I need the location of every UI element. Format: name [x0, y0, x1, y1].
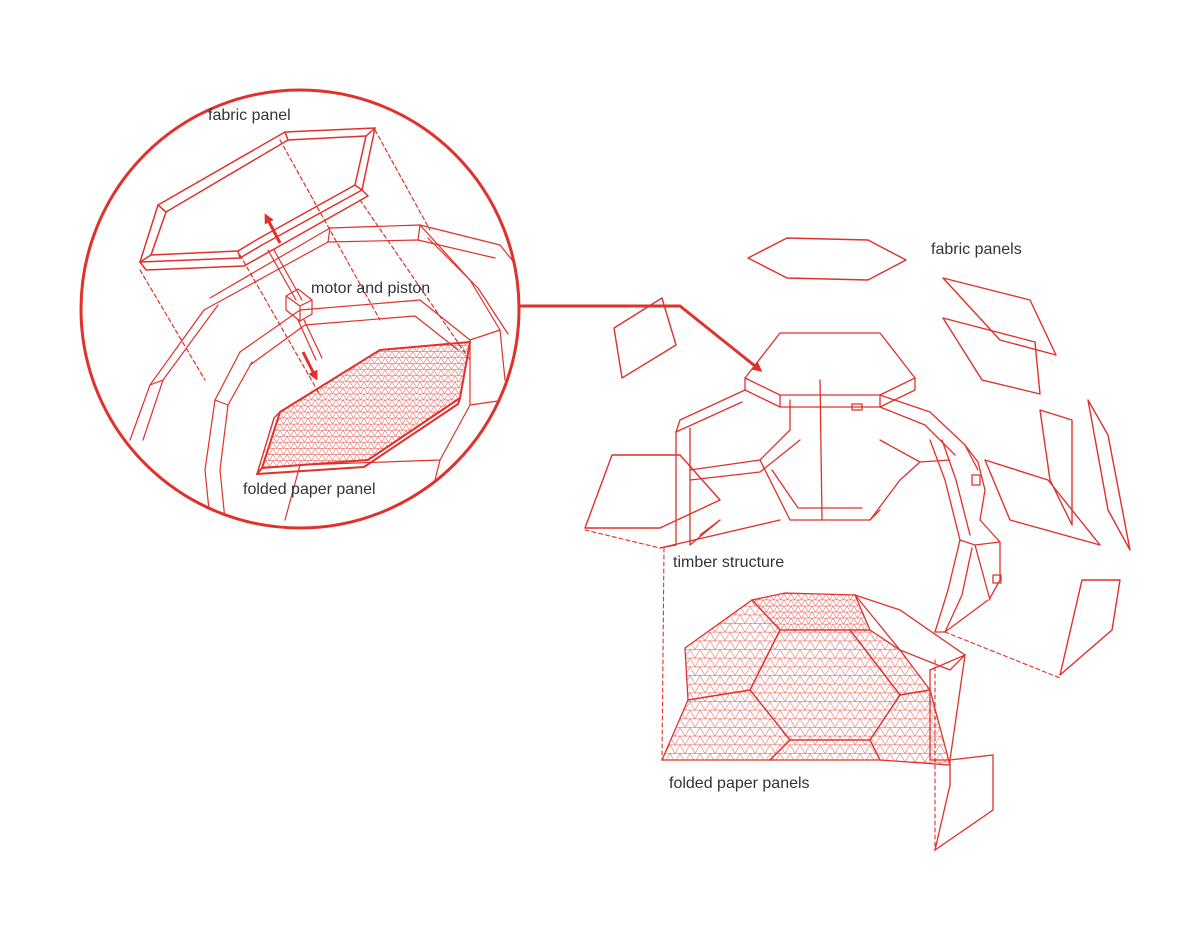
detail-magnifier	[79, 88, 521, 530]
label-folded-paper-panel: folded paper panel	[243, 481, 376, 498]
label-motor-and-piston: motor and piston	[311, 280, 430, 297]
folded-paper-panels	[661, 592, 994, 852]
callout-leader-arrow	[519, 304, 763, 372]
label-fabric-panel: fabric panel	[208, 107, 291, 124]
label-fabric-panels: fabric panels	[931, 241, 1022, 258]
folded-paper-panel-detail	[256, 341, 471, 475]
lift-arrow-up	[264, 213, 282, 244]
timber-structure	[659, 332, 1002, 633]
label-folded-paper-panels: folded paper panels	[669, 775, 810, 792]
fabric-panel-frame	[139, 127, 376, 271]
diagram-labels: fabric panel motor and piston folded pap…	[208, 107, 1022, 792]
fabric-panels-exploded	[584, 237, 1131, 676]
magnifier-circle	[79, 88, 521, 530]
lift-arrow-down	[301, 351, 318, 381]
motor-and-piston	[267, 249, 323, 361]
detail-timber-frame	[129, 129, 519, 521]
projection-lines	[584, 529, 1061, 851]
label-timber-structure: timber structure	[673, 554, 784, 571]
